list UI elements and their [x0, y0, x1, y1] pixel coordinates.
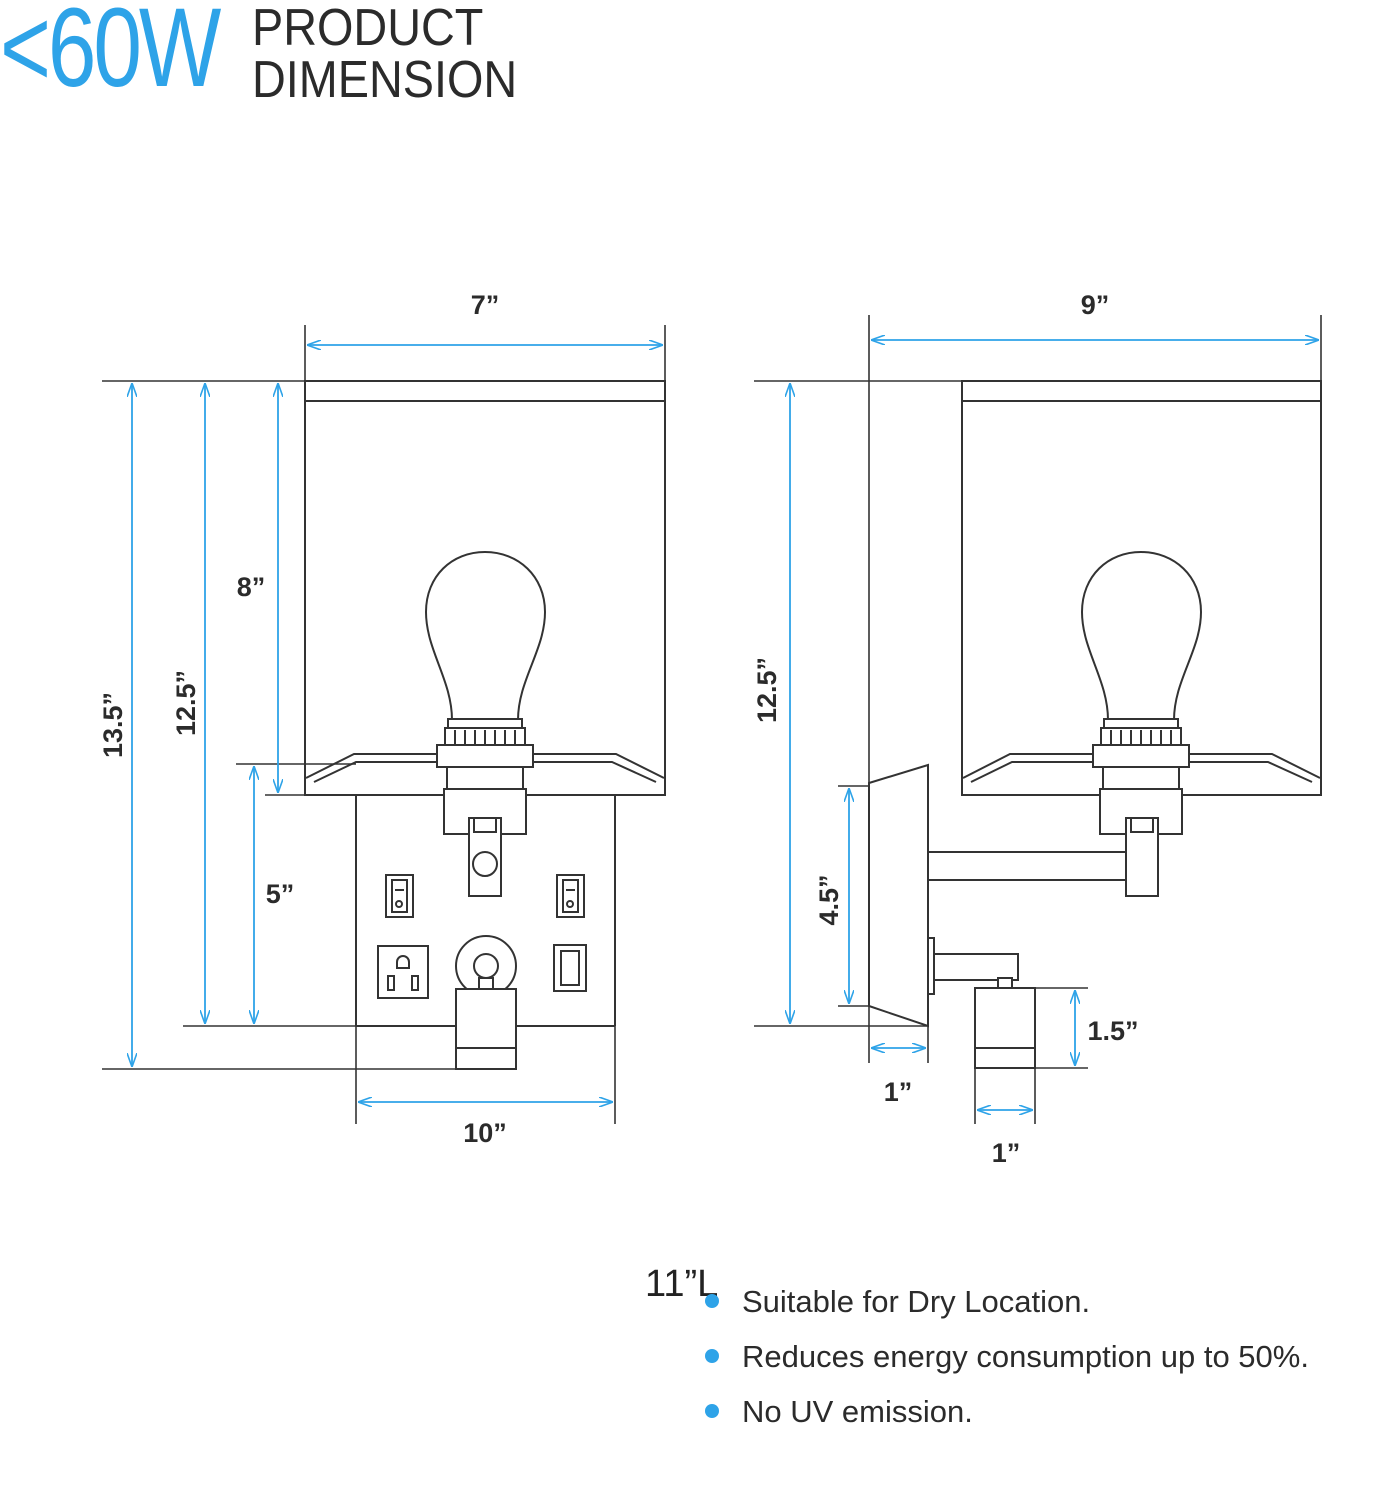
side-dimension-lines [790, 340, 1318, 1110]
dim-reading-light-width: 1” [992, 1138, 1021, 1168]
dim-side-backplate-depth: 1” [884, 1077, 913, 1107]
feature-text: No UV emission. [742, 1394, 973, 1429]
title-line-1: PRODUCT [252, 0, 484, 57]
front-reading-light [455, 935, 517, 1070]
title-line-2: DIMENSION [252, 51, 518, 109]
dim-reading-light-height: 1.5” [1087, 1016, 1138, 1046]
dim-shade-width: 7” [471, 290, 500, 320]
power-outlet-icon [377, 945, 429, 999]
side-bulb-icon [1080, 550, 1203, 721]
dim-side-height: 12.5” [752, 657, 782, 723]
feature-item: Reduces energy consumption up to 50%. [700, 1333, 1309, 1388]
bullet-icon [705, 1404, 719, 1418]
front-socket [436, 718, 534, 835]
dim-total-height: 13.5” [98, 692, 128, 758]
side-view: 9” 12.5” 4.5” 1” 1.5” 1” [645, 290, 1322, 1305]
dim-backplate-height: 5” [266, 879, 295, 909]
front-switch-left-icon [385, 874, 414, 918]
bullet-icon [705, 1294, 719, 1308]
usb-port-icon [553, 944, 587, 992]
feature-text: Reduces energy consumption up to 50%. [742, 1339, 1309, 1374]
front-bulb-icon [424, 550, 547, 721]
feature-list: Suitable for Dry Location. Reduces energ… [700, 1278, 1309, 1443]
wattage-label: <60W [0, 0, 221, 110]
side-arm [927, 817, 1159, 897]
side-backplate [868, 763, 929, 1028]
dim-body-height: 12.5” [171, 670, 201, 736]
dim-side-backplate-height: 4.5” [814, 874, 844, 925]
dim-shade-height: 8” [237, 572, 266, 602]
page-title: PRODUCT DIMENSION [252, 2, 517, 106]
dim-total-depth: 9” [1081, 290, 1110, 320]
feature-text: Suitable for Dry Location. [742, 1284, 1091, 1319]
dim-backplate-width: 10” [463, 1118, 507, 1148]
side-socket [1092, 718, 1190, 835]
feature-item: No UV emission. [700, 1388, 1309, 1443]
front-arm [468, 817, 502, 897]
front-switch-right-icon [556, 874, 585, 918]
front-backplate [355, 795, 616, 1027]
side-reading-light [927, 937, 1036, 1069]
front-view: 7” 13.5” 12.5” 8” 5” 10” [98, 290, 666, 1148]
feature-item: Suitable for Dry Location. [700, 1278, 1309, 1333]
bullet-icon [705, 1349, 719, 1363]
front-dimension-lines [132, 345, 662, 1102]
